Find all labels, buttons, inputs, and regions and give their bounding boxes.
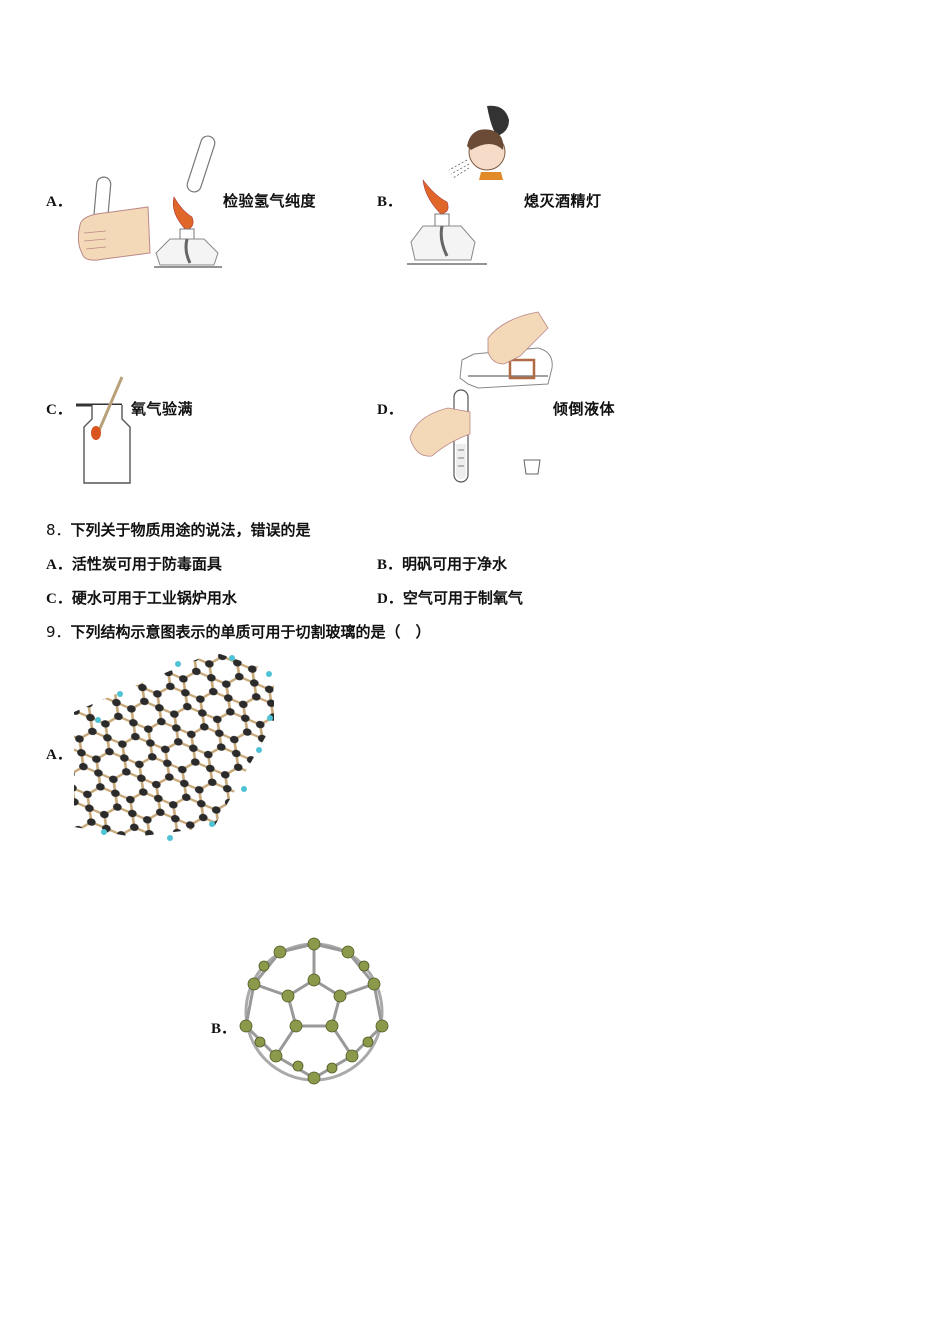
q8-option-d: D．空气可用于制氧气 [377,587,523,608]
option-letter: B． [377,194,403,210]
question-number: 9． [46,623,71,641]
option-text: 空气可用于制氧气 [402,589,523,607]
pour-liquid-illustration [409,311,553,483]
option-letter: C． [46,402,72,418]
option-letter: B． [377,557,403,573]
option-letter: A． [46,557,72,573]
q8-option-c: C．硬水可用于工业锅炉用水 [46,587,237,608]
question-text: 下列结构示意图表示的单质可用于切割玻璃的是（ ） [70,623,431,641]
option-caption: 检验氢气纯度 [223,192,317,210]
question-number: 8． [46,521,71,539]
option-letter: B． [211,1021,237,1037]
option-letter: D． [377,591,403,607]
q8-option-b: B．明矾可用于净水 [377,553,507,574]
hydrogen-purity-test-illustration [77,135,222,268]
option-text: 硬水可用于工业锅炉用水 [71,589,237,607]
question-9-stem: 9．下列结构示意图表示的单质可用于切割玻璃的是（ ） [46,621,431,642]
option-letter: D． [377,402,403,418]
option-text: 活性炭可用于防毒面具 [71,555,222,573]
oxygen-full-test-illustration [76,376,131,484]
c60-fullerene-image [239,937,389,1085]
option-caption: 熄灭酒精灯 [524,192,602,210]
q8-option-a: A．活性炭可用于防毒面具 [46,553,222,574]
option-letter: A． [46,747,72,763]
question-8-stem: 8．下列关于物质用途的说法，错误的是 [46,519,311,540]
question-text: 下列关于物质用途的说法，错误的是 [70,521,311,539]
option-text: 明矾可用于净水 [402,555,508,573]
graphene-structure-image [74,652,274,841]
extinguish-alcohol-lamp-illustration [407,105,509,265]
option-letter: A． [46,194,72,210]
option-caption: 倾倒液体 [553,400,616,418]
option-letter: C． [46,591,72,607]
option-caption: 氧气验满 [131,400,194,418]
